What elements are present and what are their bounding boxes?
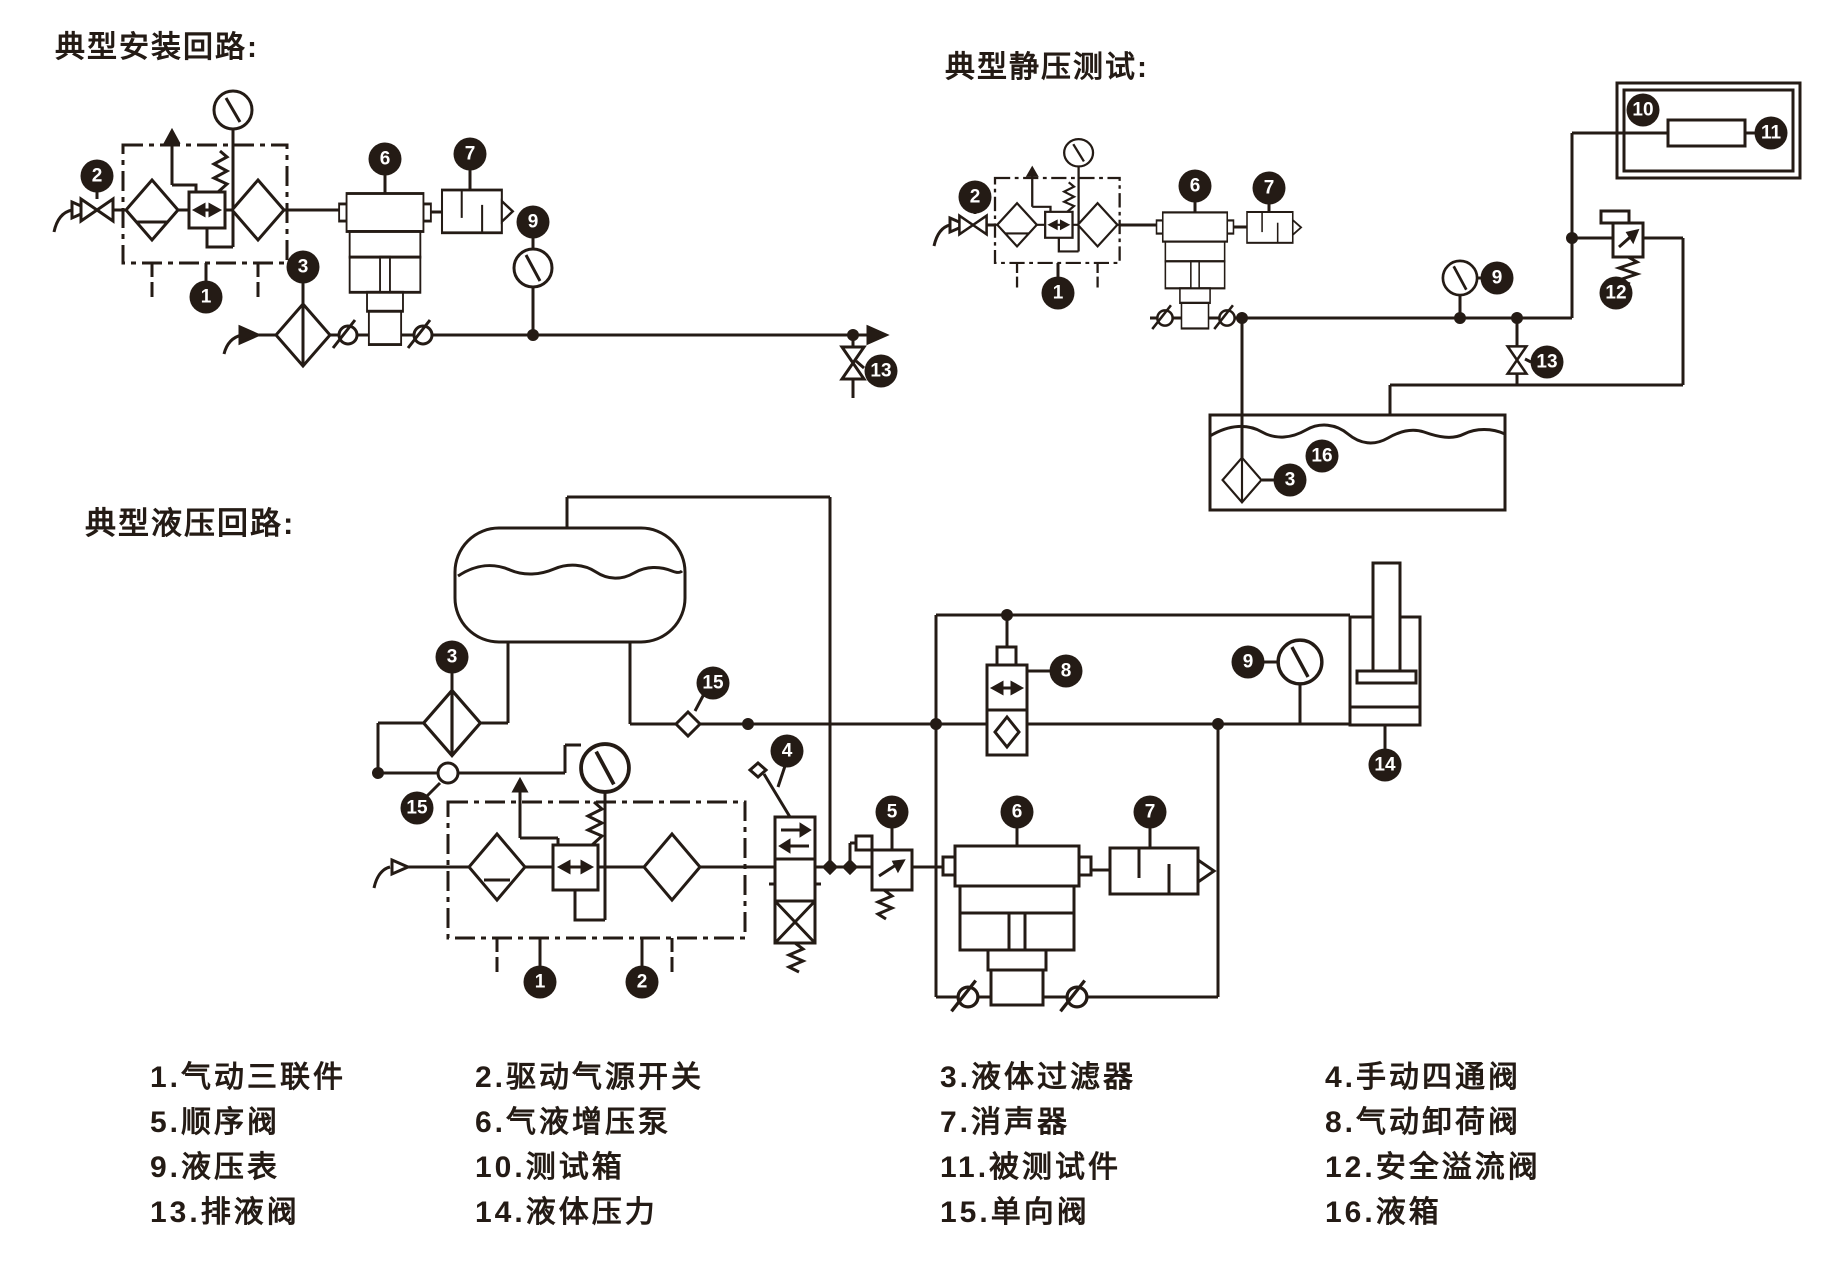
- legend-item-1: 1.气动三联件: [150, 1061, 347, 1094]
- balloon-6: 6: [1178, 169, 1212, 203]
- balloon-13: 13: [864, 354, 898, 388]
- legend-item-13: 13.排液阀: [150, 1196, 300, 1229]
- check-valve-15: [436, 761, 460, 785]
- balloon-4: 4: [770, 734, 804, 768]
- balloon-6: 6: [368, 142, 402, 176]
- install-title: 典型安装回路:: [55, 31, 259, 64]
- balloon-16: 16: [1305, 439, 1339, 473]
- liquid-reservoir: [453, 526, 687, 644]
- legend-item-8: 8.气动卸荷阀: [1325, 1106, 1522, 1139]
- balloon-11: 11: [1754, 116, 1788, 150]
- balloon-8: 8: [1049, 654, 1083, 688]
- legend-item-7: 7.消声器: [940, 1106, 1071, 1139]
- muffler-7: [1245, 210, 1303, 244]
- test-piece-11: [1666, 118, 1747, 148]
- legend-item-2: 2.驱动气源开关: [475, 1061, 705, 1094]
- manual-4way-valve-4: [747, 761, 821, 974]
- air-source-icon: [52, 208, 73, 233]
- air-switch-valve-2: [79, 197, 115, 223]
- cylinder-14: [1348, 561, 1422, 749]
- balloon-12: 12: [1599, 276, 1633, 310]
- muffler-7: [1108, 846, 1216, 896]
- legend-item-15: 15.单向阀: [940, 1196, 1090, 1229]
- install-circuit: [52, 89, 890, 398]
- balloon-1: 1: [1041, 276, 1075, 310]
- balloon-1: 1: [523, 965, 557, 999]
- balloon-3: 3: [286, 250, 320, 284]
- static-test-circuit: [932, 81, 1802, 512]
- legend-item-12: 12.安全溢流阀: [1325, 1151, 1541, 1184]
- sequence-valve-5: [848, 828, 914, 921]
- safety-relief-valve-12: [1599, 209, 1645, 286]
- legend-item-5: 5.顺序阀: [150, 1106, 281, 1139]
- check-valve-15: [673, 709, 703, 739]
- drain-valve-13: [1506, 345, 1528, 375]
- legend-item-3: 3.液体过滤器: [940, 1061, 1137, 1094]
- liquid-tank-16: [1208, 413, 1507, 512]
- balloon-15: 15: [400, 791, 434, 825]
- balloon-1: 1: [189, 280, 223, 314]
- hydraulic-title: 典型液压回路:: [85, 506, 296, 541]
- air-source-icon: [932, 223, 951, 247]
- test-box-10: [1615, 81, 1802, 180]
- balloon-9: 9: [516, 205, 550, 239]
- hydraulic-circuit: [372, 495, 1422, 1013]
- pressure-gauge-9: [1276, 638, 1324, 686]
- balloon-14: 14: [1368, 748, 1402, 782]
- liquid-filter-3: [1221, 456, 1263, 504]
- balloon-6: 6: [1000, 795, 1034, 829]
- legend-item-14: 14.液体压力: [475, 1196, 658, 1229]
- pressure-gauge-9: [512, 247, 554, 289]
- balloon-2: 2: [958, 180, 992, 214]
- unload-valve-8: [985, 645, 1050, 757]
- liquid-filter-3: [274, 302, 332, 368]
- legend-item-11: 11.被测试件: [940, 1151, 1122, 1184]
- balloon-7: 7: [453, 137, 487, 171]
- balloon-2: 2: [80, 159, 114, 193]
- balloon-9: 9: [1231, 645, 1265, 679]
- balloon-10: 10: [1626, 93, 1660, 127]
- balloon-3: 3: [435, 640, 469, 674]
- legend-item-10: 10.测试箱: [475, 1151, 625, 1184]
- air-switch-valve-2: [958, 214, 988, 236]
- legend-item-4: 4.手动四通阀: [1325, 1061, 1522, 1094]
- liquid-filter-3: [422, 688, 482, 758]
- balloon-7: 7: [1252, 171, 1286, 205]
- balloon-3: 3: [1273, 463, 1307, 497]
- frl-unit-1: [372, 742, 775, 972]
- muffler-7: [440, 188, 515, 235]
- static-test-title: 典型静压测试:: [945, 51, 1149, 84]
- pressure-gauge-9: [1441, 259, 1479, 297]
- balloon-15: 15: [696, 666, 730, 700]
- balloon-5: 5: [875, 795, 909, 829]
- balloon-7: 7: [1133, 795, 1167, 829]
- air-source-icon: [372, 865, 391, 889]
- balloon-2: 2: [625, 965, 659, 999]
- legend-item-16: 16.液箱: [1325, 1196, 1442, 1229]
- balloon-9: 9: [1480, 261, 1514, 295]
- drain-valve-13: [840, 345, 866, 381]
- balloon-13: 13: [1530, 345, 1564, 379]
- booster-pump-6: [941, 844, 1093, 1007]
- legend-item-6: 6.气液增压泵: [475, 1106, 672, 1139]
- legend-item-9: 9.液压表: [150, 1151, 281, 1184]
